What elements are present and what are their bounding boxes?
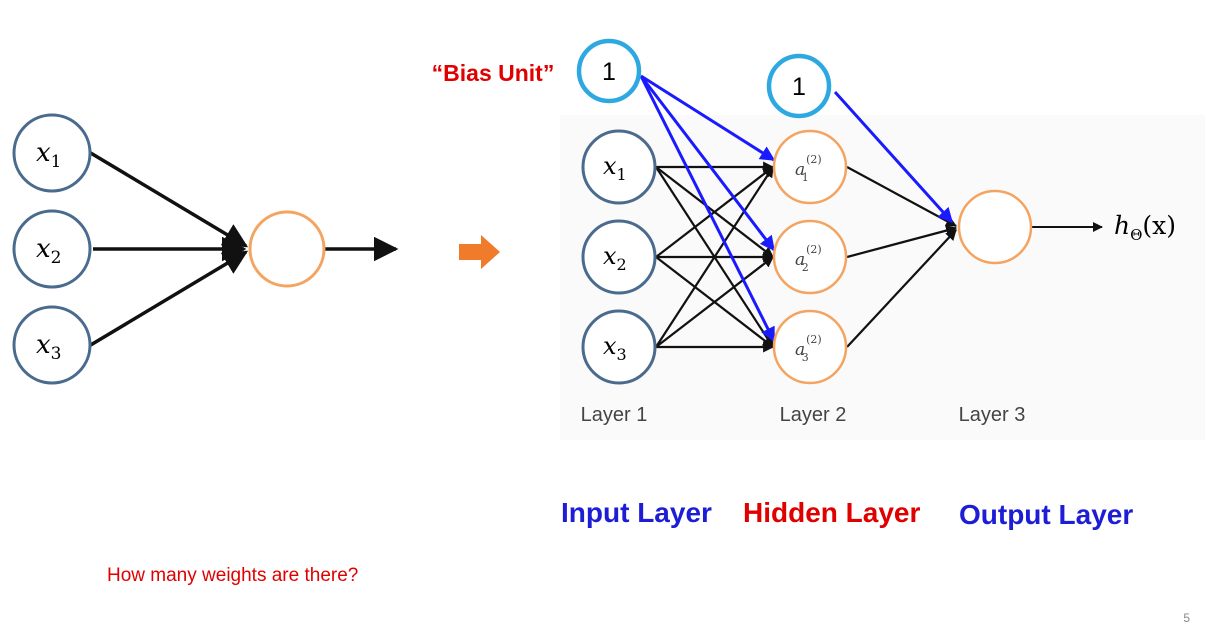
weights-question: How many weights are there? <box>107 565 359 586</box>
left-output-neuron <box>248 210 326 288</box>
layer-label-3: Layer 3 <box>959 404 1026 426</box>
left-edge-x3 <box>88 250 249 348</box>
left-input-label-1: x1 <box>36 138 62 172</box>
input-node-1 <box>581 129 657 205</box>
hidden-label-2: a(2)2 <box>795 243 822 274</box>
left-network: x1 x2 x3 <box>12 113 399 385</box>
hidden-layer-caption: Hidden Layer <box>743 497 921 528</box>
hidden-label-3: a(2)3 <box>795 333 822 364</box>
bias-edge-b2-out <box>833 90 954 224</box>
bias-unit-node-1 <box>576 38 642 104</box>
page-number: 5 <box>1183 611 1190 625</box>
layer-label-1: Layer 1 <box>581 404 648 426</box>
edge-a3-out <box>846 229 957 348</box>
output-layer-caption: Output Layer <box>959 499 1134 530</box>
hidden-node-3 <box>772 309 848 385</box>
right-network: x1 x2 x3 a(2)1 a(2)2 a(2)3 hΘ(x) 1 1 “Bi… <box>432 38 1176 426</box>
output-node <box>957 189 1033 265</box>
input-hidden-edges <box>655 161 775 353</box>
input-label-2: x2 <box>603 242 627 274</box>
input-label-3: x3 <box>603 332 627 364</box>
left-input-node-2 <box>12 209 92 289</box>
input-node-2 <box>581 219 657 295</box>
left-input-node-3 <box>12 305 92 385</box>
edge-a2-out <box>846 225 958 259</box>
output-label: hΘ(x) <box>1114 211 1176 244</box>
left-input-node-1 <box>12 113 92 193</box>
orange-right-arrow-icon <box>459 235 500 269</box>
input-layer-caption: Input Layer <box>561 497 712 528</box>
hidden-node-2 <box>772 219 848 295</box>
bias-unit-node-2 <box>766 53 832 119</box>
edge-x3-a1 <box>655 166 774 348</box>
bias-unit-value-1: 1 <box>602 58 616 86</box>
hidden-labels: a(2)1 a(2)2 a(2)3 <box>795 153 822 364</box>
hidden-label-1: a(2)1 <box>795 153 822 184</box>
left-input-label-2: x2 <box>36 234 62 268</box>
left-edge-x1 <box>88 150 249 248</box>
bias-unit-label: “Bias Unit” <box>432 60 555 86</box>
layer-label-2: Layer 2 <box>780 404 847 426</box>
bias-edge-b1-a2 <box>639 75 776 252</box>
edge-x2-a1 <box>655 166 774 258</box>
network-panel-background <box>560 115 1205 440</box>
bias-edge-b1-a1 <box>640 74 776 162</box>
input-node-3 <box>581 309 657 385</box>
bias-edge-b1-a3 <box>639 75 776 343</box>
bias-edges <box>639 74 954 343</box>
left-input-label-3: x3 <box>36 330 62 364</box>
edge-x3-a2 <box>655 256 774 348</box>
hidden-node-1 <box>772 129 848 205</box>
bias-unit-value-2: 1 <box>792 73 806 101</box>
input-label-1: x1 <box>603 152 627 184</box>
